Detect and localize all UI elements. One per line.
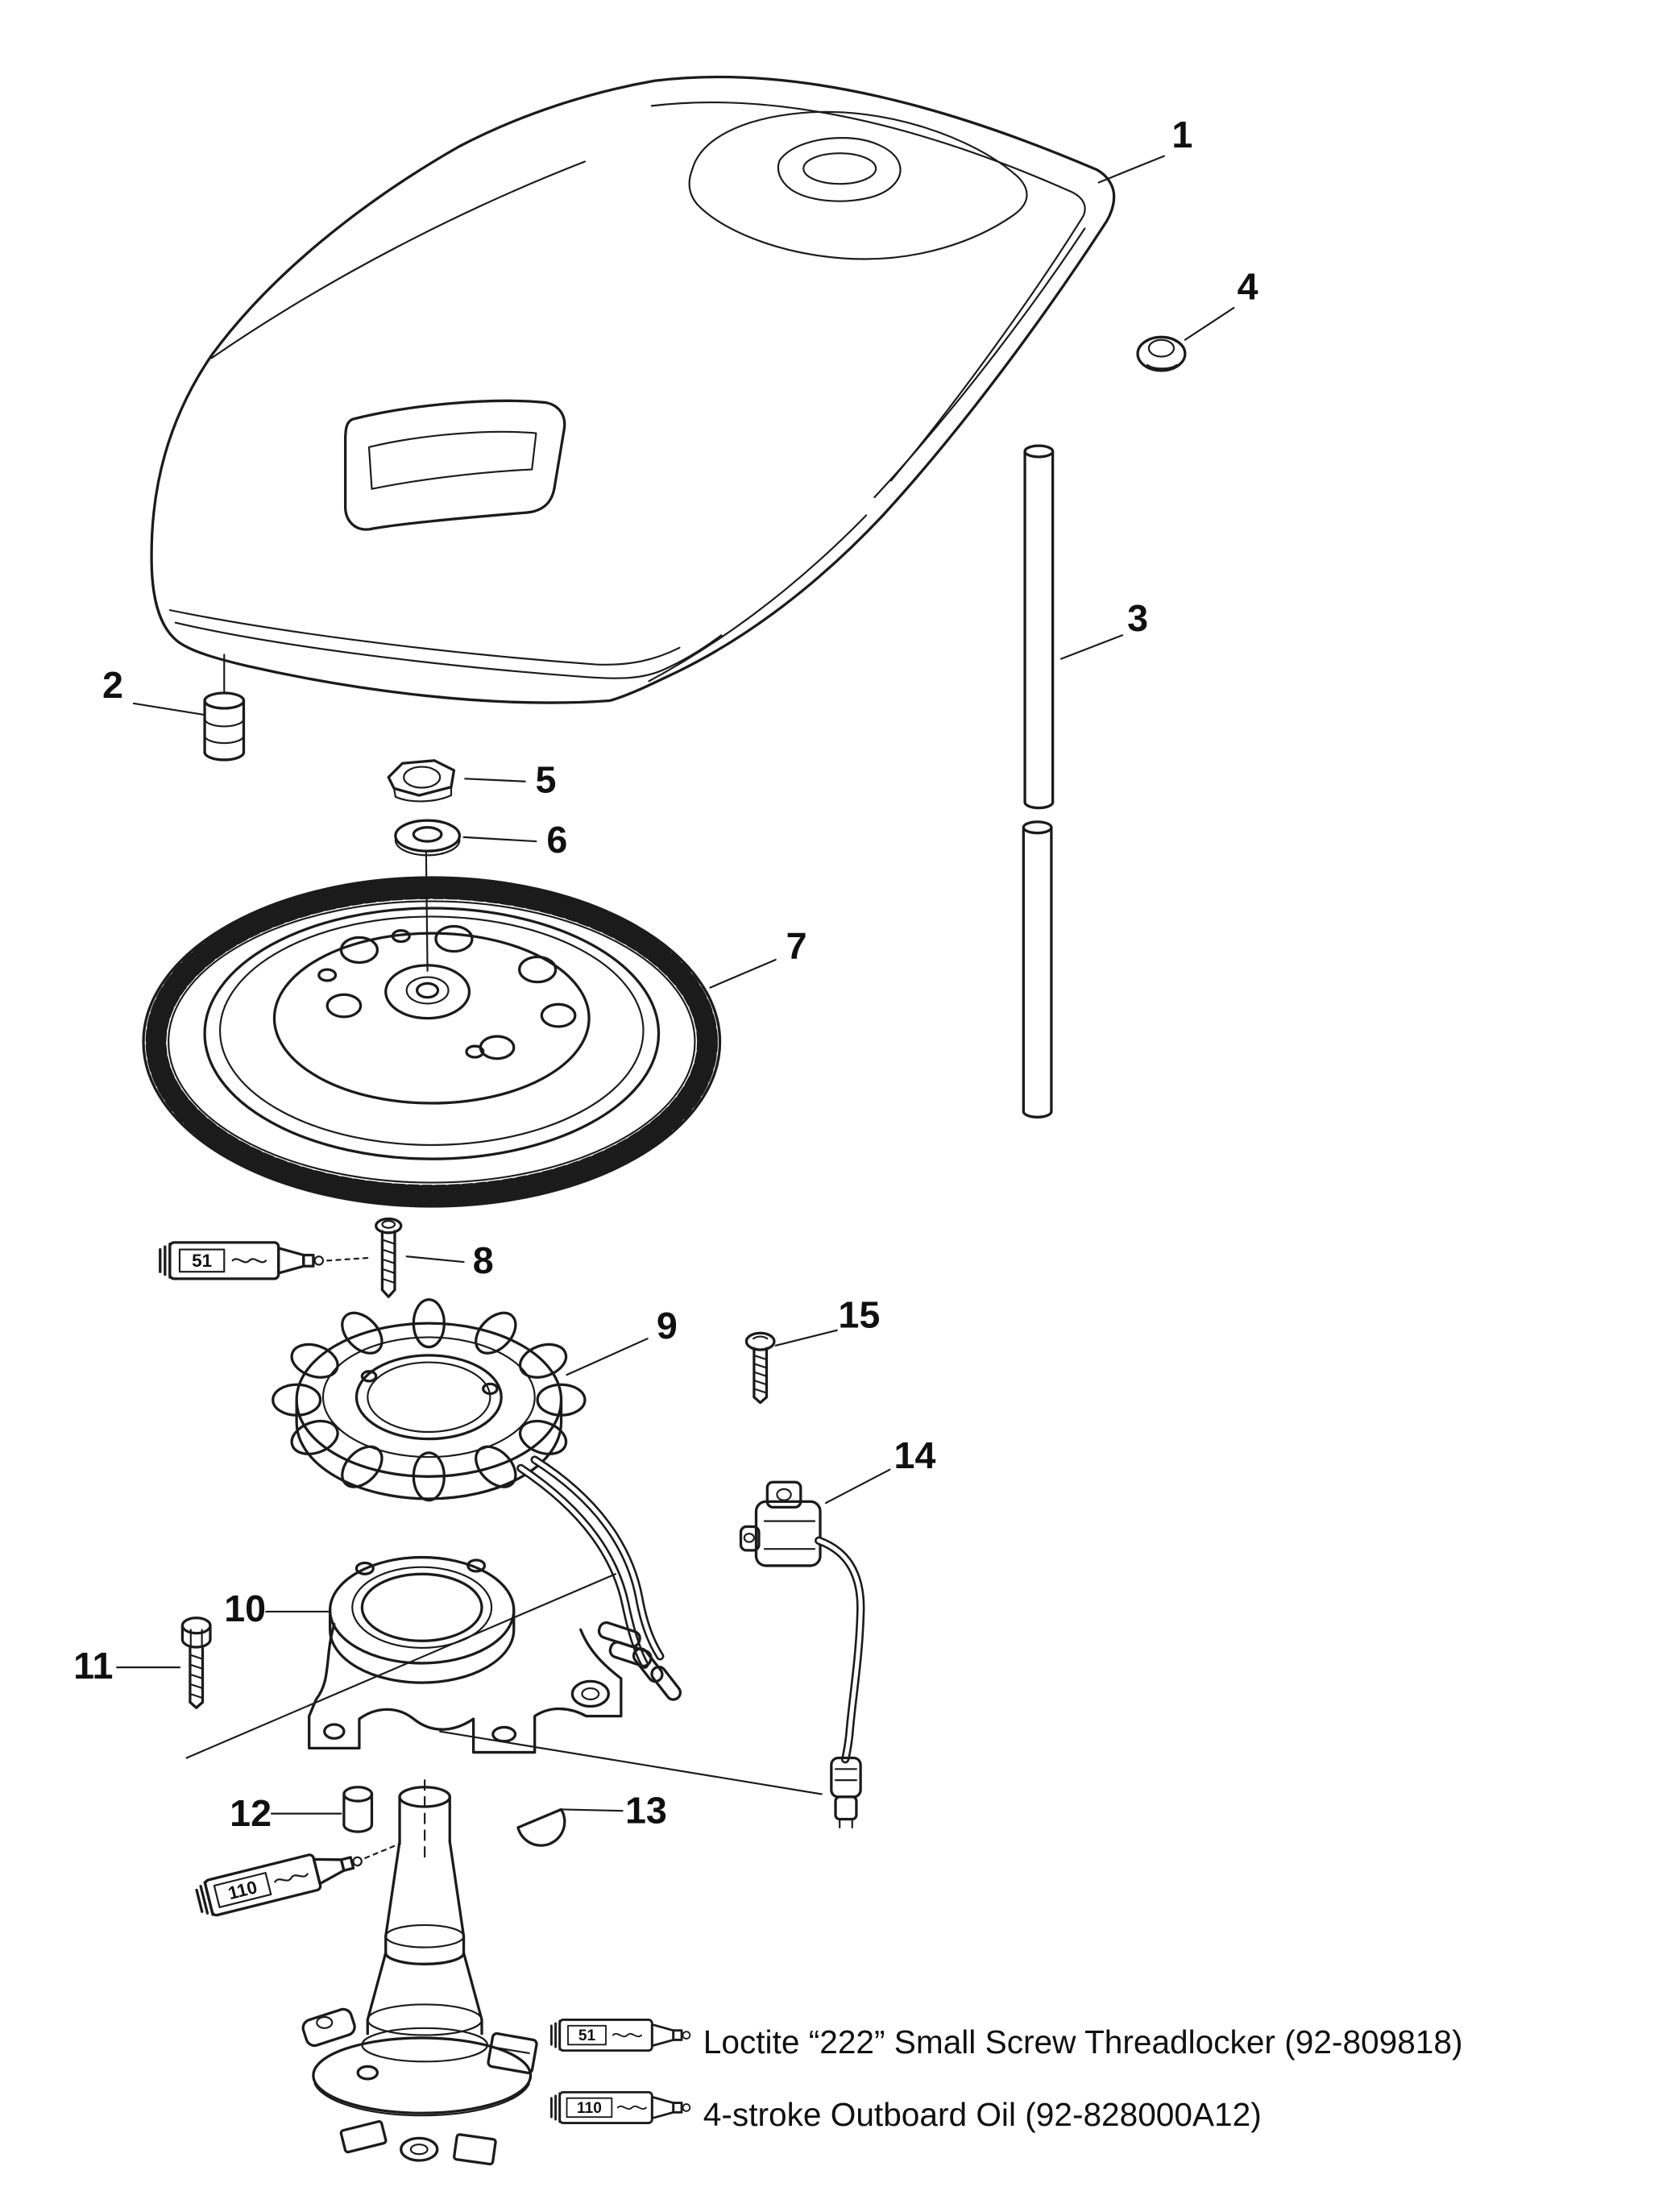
part-9-stator <box>272 1298 682 1701</box>
callout-14: 14 <box>894 1434 936 1476</box>
legend-tube-51-label: 51 <box>578 2027 596 2044</box>
threadlocker-tube-51: 51 <box>159 1241 371 1280</box>
part-7-flywheel <box>142 876 722 1208</box>
part-4-plug <box>1136 335 1187 372</box>
callout-1: 1 <box>1171 114 1192 156</box>
legend-item-threadlocker: Loctite “222” Small Screw Threadlocker (… <box>703 2023 1463 2061</box>
part-6-washer <box>394 819 461 857</box>
oil-tube-110: 110 <box>195 1842 401 1917</box>
callout-12: 12 <box>230 1792 272 1834</box>
part-15-screw <box>744 1331 776 1405</box>
callout-3: 3 <box>1127 597 1148 639</box>
part-14-ignition-coil <box>739 1480 865 1828</box>
legend-tube-51-icon: 51 <box>550 2019 691 2052</box>
part-2-rubber-mount <box>203 691 246 762</box>
callout-11: 11 <box>73 1645 113 1687</box>
part-12-bushing <box>342 1786 374 1833</box>
callout-2: 2 <box>102 664 123 706</box>
callout-15: 15 <box>838 1293 880 1335</box>
legend-tube-110-icon: 110 <box>550 2090 691 2124</box>
part-3-tube <box>1022 444 1055 1118</box>
callout-8: 8 <box>473 1239 494 1281</box>
part-10-mounting-bracket <box>308 1555 653 1754</box>
callout-10: 10 <box>224 1587 266 1629</box>
callout-labels: 1 2 3 4 5 6 7 8 9 10 11 12 13 14 15 <box>73 114 1258 1834</box>
part-13-woodruff-key <box>516 1807 566 1847</box>
callout-9: 9 <box>657 1305 678 1347</box>
callout-6: 6 <box>546 819 567 861</box>
legend-item-oil: 4-stroke Outboard Oil (92-828000A12) <box>703 2096 1262 2133</box>
crankshaft-assembly <box>301 1779 538 2166</box>
legend-tube-110-label: 110 <box>577 2100 602 2117</box>
part-1-top-cowl <box>150 75 1116 704</box>
part-11-bolt <box>180 1616 212 1709</box>
callout-5: 5 <box>536 759 557 801</box>
callout-13: 13 <box>625 1790 667 1832</box>
callout-7: 7 <box>786 924 807 966</box>
callout-4: 4 <box>1238 266 1258 308</box>
legend: 51 Loctite “222” Small Screw Threadlocke… <box>550 2019 1463 2133</box>
part-8-screw <box>375 1217 403 1298</box>
tube-51-label: 51 <box>192 1251 212 1271</box>
part-5-flywheel-nut <box>387 759 456 803</box>
leader-lines <box>116 155 1235 1815</box>
